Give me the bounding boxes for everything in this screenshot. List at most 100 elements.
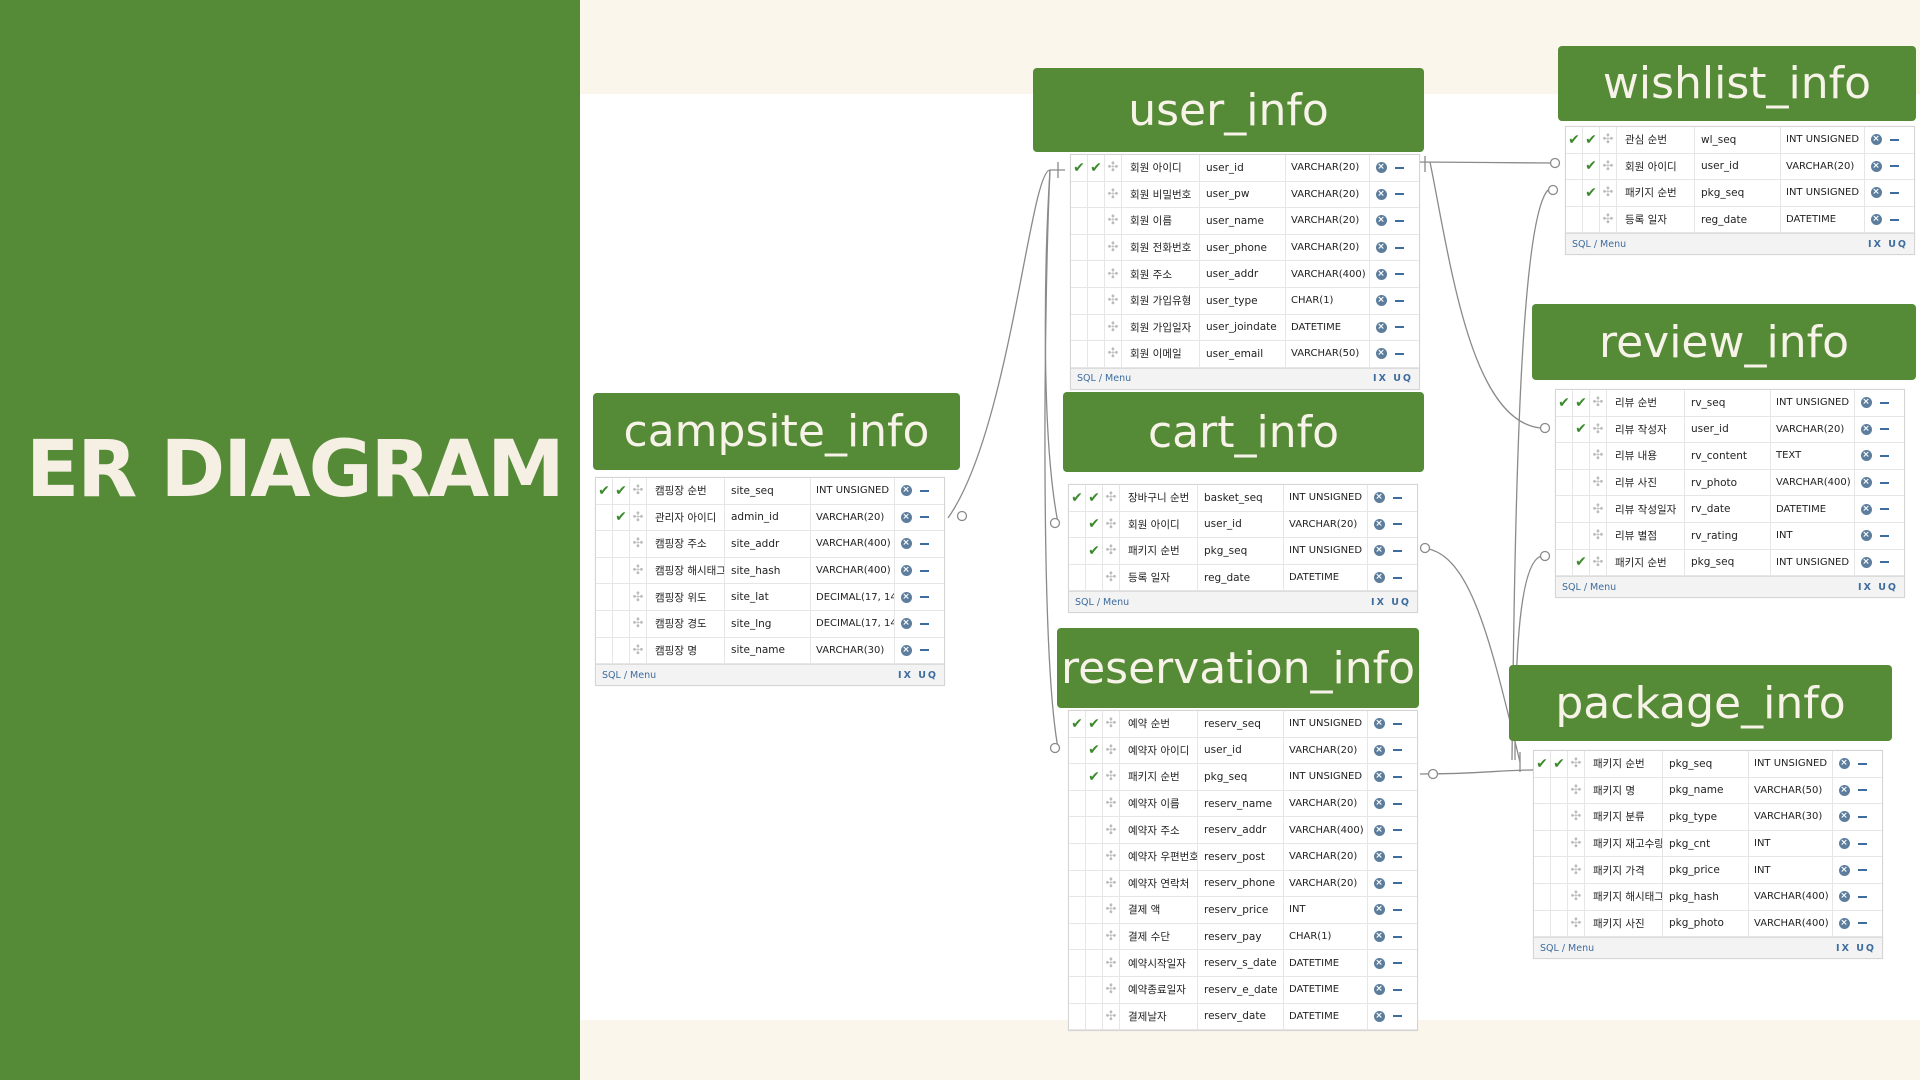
not-null-check[interactable]: ✔ xyxy=(1573,416,1590,443)
column-type[interactable]: VARCHAR(20) xyxy=(1284,790,1368,817)
column-name[interactable]: reserv_date xyxy=(1198,1003,1284,1030)
remove-row-icon[interactable] xyxy=(1877,417,1891,443)
column-comment[interactable]: 회원 이름 xyxy=(1122,208,1200,234)
delete-column-icon[interactable]: × xyxy=(1373,851,1385,863)
delete-column-icon[interactable]: × xyxy=(1870,214,1882,226)
auto-increment-check[interactable]: ✣ xyxy=(1590,496,1607,522)
primary-key-check[interactable]: ✔ xyxy=(1069,711,1086,737)
column-name[interactable]: pkg_seq xyxy=(1695,180,1781,206)
column-type[interactable]: INT UNSIGNED xyxy=(1284,711,1368,737)
column-name[interactable]: pkg_seq xyxy=(1685,549,1771,576)
column-comment[interactable]: 캠핑장 순번 xyxy=(647,478,725,504)
remove-row-icon[interactable] xyxy=(1390,791,1404,817)
remove-row-icon[interactable] xyxy=(1887,154,1901,180)
not-null-check[interactable] xyxy=(1088,261,1105,287)
remove-row-icon[interactable] xyxy=(1877,523,1891,549)
auto-increment-check[interactable]: ✣ xyxy=(1103,790,1120,817)
column-comment[interactable]: 회원 아이디 xyxy=(1617,153,1695,180)
delete-column-icon[interactable]: × xyxy=(1860,477,1872,489)
not-null-check[interactable] xyxy=(613,557,630,584)
column-name[interactable]: site_name xyxy=(725,637,811,664)
auto-increment-check[interactable]: ✣ xyxy=(1568,883,1585,910)
auto-increment-check[interactable]: ✣ xyxy=(1568,910,1585,937)
remove-row-icon[interactable] xyxy=(917,558,931,584)
not-null-check[interactable] xyxy=(1551,857,1568,883)
primary-key-check[interactable] xyxy=(1556,443,1573,469)
remove-row-icon[interactable] xyxy=(1887,127,1901,153)
not-null-check[interactable] xyxy=(1086,950,1103,976)
auto-increment-check[interactable]: ✣ xyxy=(1568,777,1585,804)
primary-key-check[interactable] xyxy=(1071,208,1088,234)
primary-key-check[interactable]: ✔ xyxy=(596,478,613,504)
auto-increment-check[interactable]: ✣ xyxy=(1590,522,1607,549)
delete-column-icon[interactable]: × xyxy=(1838,758,1850,770)
column-type[interactable]: DECIMAL(17, 14 xyxy=(811,610,895,637)
column-name[interactable]: user_phone xyxy=(1200,234,1286,261)
column-name[interactable]: reserv_post xyxy=(1198,843,1284,870)
auto-increment-check[interactable]: ✣ xyxy=(1103,950,1120,976)
remove-row-icon[interactable] xyxy=(1390,844,1404,870)
remove-row-icon[interactable] xyxy=(917,611,931,637)
column-name[interactable]: reg_date xyxy=(1198,564,1284,591)
column-type[interactable]: VARCHAR(400) xyxy=(811,557,895,584)
primary-key-check[interactable] xyxy=(1566,153,1583,180)
column-type[interactable]: VARCHAR(20) xyxy=(811,504,895,531)
column-name[interactable]: reserv_name xyxy=(1198,790,1284,817)
table-tools[interactable]: IX UQ xyxy=(1858,581,1898,593)
delete-column-icon[interactable]: × xyxy=(1860,450,1872,462)
column-name[interactable]: user_id xyxy=(1198,511,1284,538)
auto-increment-check[interactable]: ✣ xyxy=(1103,737,1120,764)
remove-row-icon[interactable] xyxy=(917,531,931,557)
remove-row-icon[interactable] xyxy=(1855,804,1869,830)
auto-increment-check[interactable]: ✣ xyxy=(1103,564,1120,591)
auto-increment-check[interactable]: ✣ xyxy=(1105,341,1122,367)
column-type[interactable]: INT UNSIGNED xyxy=(1284,764,1368,790)
column-name[interactable]: user_id xyxy=(1200,155,1286,181)
column-type[interactable]: INT xyxy=(1749,857,1833,883)
remove-row-icon[interactable] xyxy=(1390,764,1404,790)
column-name[interactable]: site_lng xyxy=(725,610,811,637)
delete-column-icon[interactable]: × xyxy=(1373,518,1385,530)
delete-column-icon[interactable]: × xyxy=(1373,931,1385,943)
delete-column-icon[interactable]: × xyxy=(1838,891,1850,903)
auto-increment-check[interactable]: ✣ xyxy=(1600,180,1617,206)
column-type[interactable]: VARCHAR(400) xyxy=(1286,261,1370,287)
column-type[interactable]: DATETIME xyxy=(1284,950,1368,976)
primary-key-check[interactable] xyxy=(596,637,613,664)
column-type[interactable]: INT xyxy=(1771,522,1855,549)
column-comment[interactable]: 캠핑장 해시태그 xyxy=(647,557,725,584)
delete-column-icon[interactable]: × xyxy=(1375,215,1387,227)
column-comment[interactable]: 회원 이메일 xyxy=(1122,341,1200,367)
not-null-check[interactable] xyxy=(1086,923,1103,950)
column-name[interactable]: reg_date xyxy=(1695,206,1781,233)
remove-row-icon[interactable] xyxy=(1887,207,1901,233)
column-comment[interactable]: 리뷰 순번 xyxy=(1607,390,1685,416)
not-null-check[interactable]: ✔ xyxy=(1086,511,1103,538)
auto-increment-check[interactable]: ✣ xyxy=(630,531,647,557)
auto-increment-check[interactable]: ✣ xyxy=(1105,314,1122,341)
delete-column-icon[interactable]: × xyxy=(1373,824,1385,836)
column-comment[interactable]: 패키지 명 xyxy=(1585,777,1663,804)
column-comment[interactable]: 패키지 순번 xyxy=(1120,764,1198,790)
sql-menu-link[interactable]: SQL / Menu xyxy=(1572,238,1627,250)
not-null-check[interactable] xyxy=(1088,287,1105,314)
column-name[interactable]: rv_seq xyxy=(1685,390,1771,416)
delete-column-icon[interactable]: × xyxy=(1838,811,1850,823)
remove-row-icon[interactable] xyxy=(1390,977,1404,1003)
not-null-check[interactable]: ✔ xyxy=(1573,549,1590,576)
